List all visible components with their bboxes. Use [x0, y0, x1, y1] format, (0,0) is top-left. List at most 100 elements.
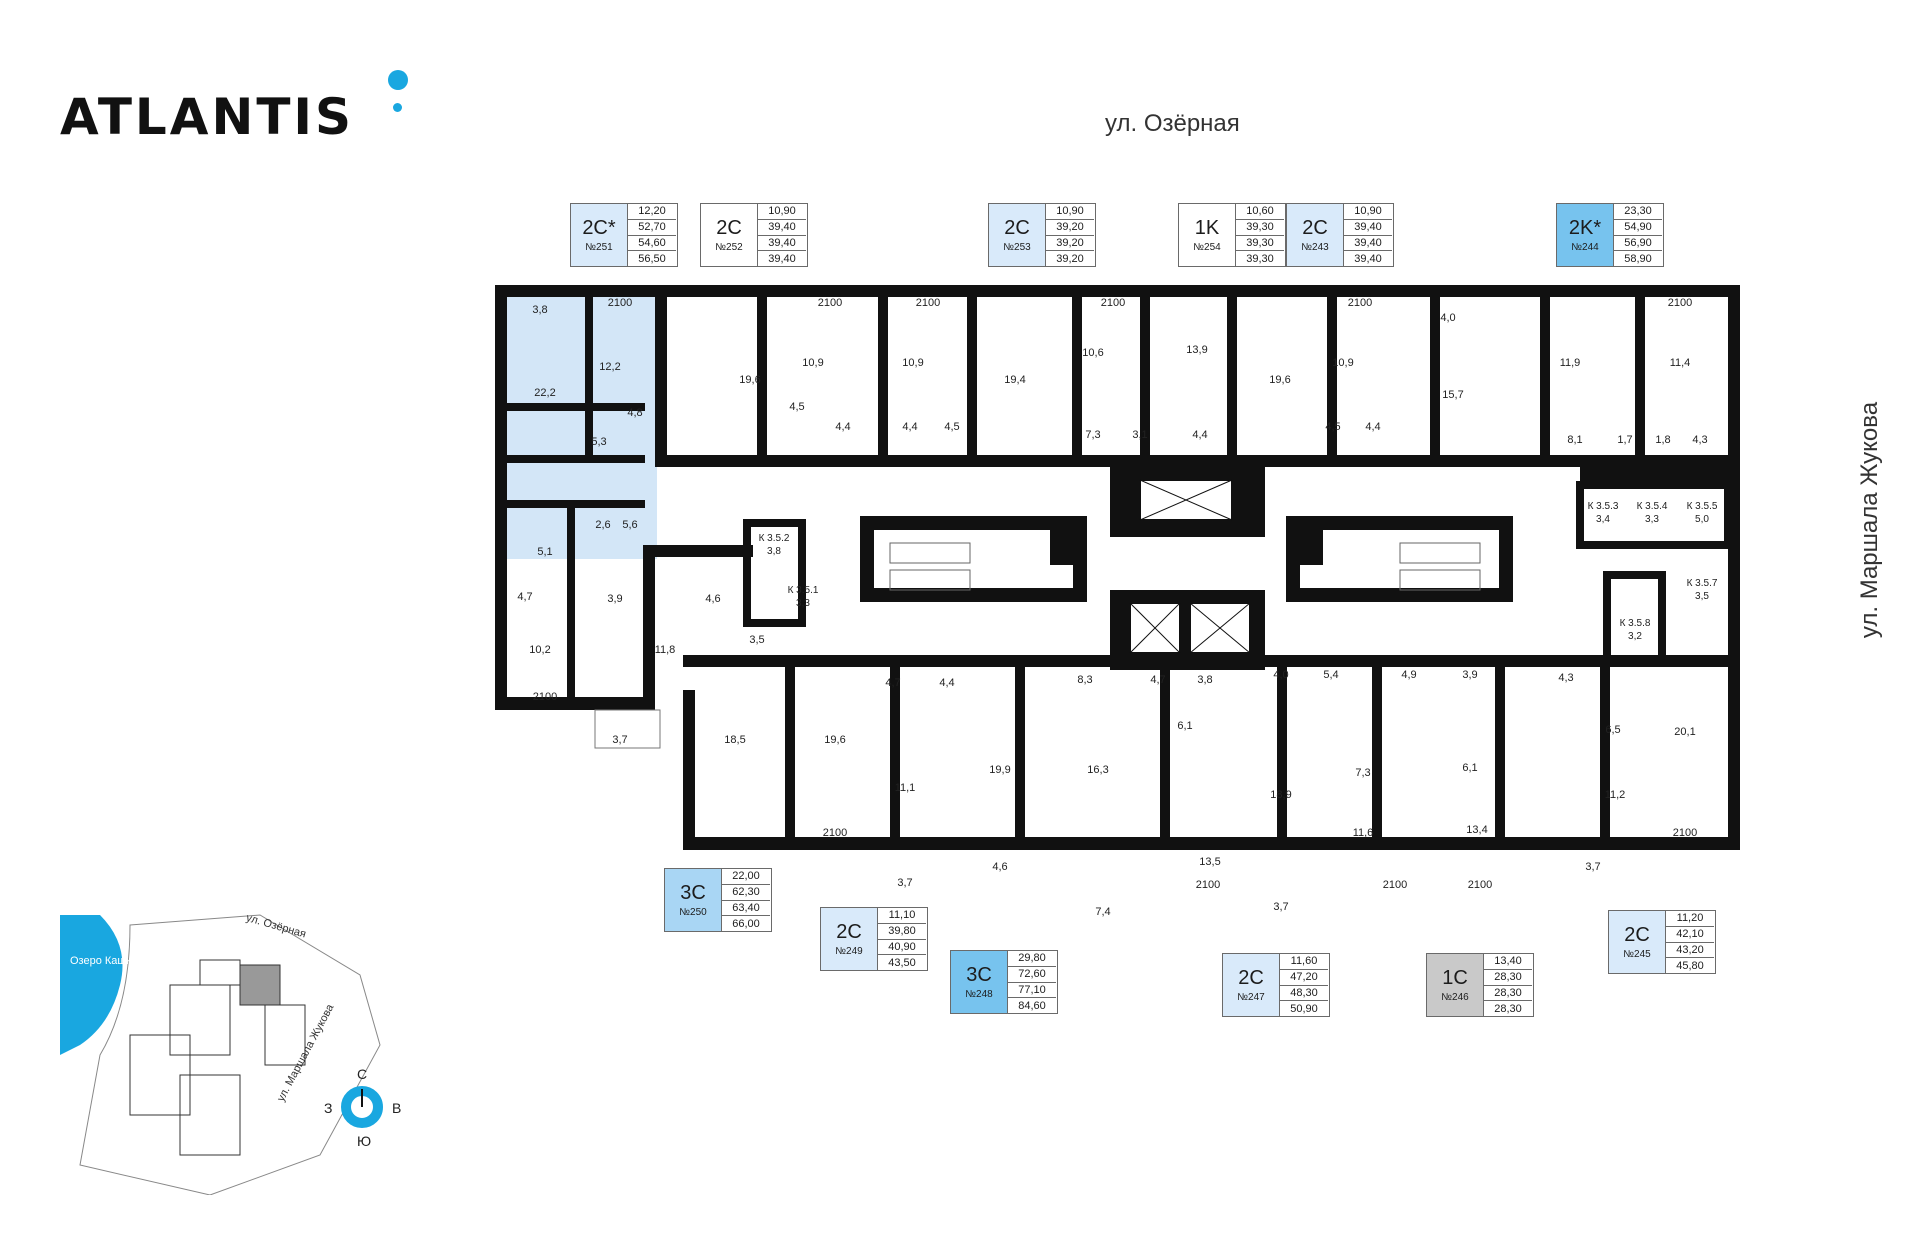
room-area: 4,0 [1440, 312, 1456, 324]
room-area: 3,9 [1462, 669, 1478, 681]
floor-plan-drawing [495, 285, 1740, 850]
room-area: 4,0 [1273, 669, 1289, 681]
card-type: 1K [1194, 217, 1220, 239]
room-area: 4,4 [1192, 429, 1208, 441]
card-value: 58,90 [1624, 252, 1652, 265]
card-type: 3C [680, 882, 706, 904]
room-area: 3,7 [897, 877, 913, 889]
card-value: 48,30 [1280, 986, 1328, 1002]
card-number: №254 [1193, 242, 1221, 253]
card-value: 39,20 [1046, 220, 1094, 236]
card-number: №253 [1003, 242, 1031, 253]
room-area: 13,9 [1186, 344, 1208, 356]
room-area: 10,6 [1082, 347, 1104, 359]
card-value: 12,20 [628, 204, 676, 220]
room-area: 3,5 [749, 634, 765, 646]
card-value: 39,40 [758, 236, 806, 252]
room-area: 4,4 [902, 421, 918, 433]
room-area: 19,9 [989, 764, 1011, 776]
card-value: 50,90 [1290, 1002, 1318, 1015]
room-area: 11,4 [1669, 357, 1691, 369]
room-area: 6,1 [1462, 762, 1478, 774]
card-number: №244 [1571, 242, 1599, 253]
room-area: 19,6 [824, 734, 846, 746]
room-area: 8,1 [1567, 434, 1583, 446]
room-area: 12,2 [599, 361, 621, 373]
room-area: 3,7 [1585, 861, 1601, 873]
card-type: 2C [1624, 924, 1650, 946]
card-value: 28,30 [1484, 986, 1532, 1002]
room-width: 2100 [1382, 879, 1408, 891]
card-value: 23,30 [1614, 204, 1662, 220]
room-area: 4,4 [1365, 421, 1381, 433]
card-value: 10,90 [1046, 204, 1094, 220]
room-area: 11,9 [1559, 357, 1581, 369]
room-area: 4,9 [1401, 669, 1417, 681]
site-minimap [60, 914, 381, 1195]
room-width: 2100 [1667, 297, 1693, 309]
room-area: 4,6 [992, 861, 1008, 873]
card-value: 45,80 [1676, 959, 1704, 972]
room-area: 10,9 [1332, 357, 1354, 369]
room-width: 2100 [915, 297, 941, 309]
card-number: №245 [1623, 949, 1651, 960]
room-area: 5,3 [591, 436, 607, 448]
card-value: 56,90 [1614, 236, 1662, 252]
card-value: 39,30 [1236, 220, 1284, 236]
room-area: 4,5 [789, 401, 805, 413]
card-value: 39,80 [878, 924, 926, 940]
card-value: 43,50 [888, 956, 916, 969]
card-number: №251 [585, 242, 613, 253]
room-area: 1,7 [1617, 434, 1633, 446]
card-value: 84,60 [1018, 999, 1046, 1012]
room-area: 22,2 [534, 387, 556, 399]
room-area: 10,9 [902, 357, 924, 369]
room-area: 10,9 [802, 357, 824, 369]
room-area: 7,3 [1355, 767, 1371, 779]
card-value: 77,10 [1008, 983, 1056, 999]
room-area: 13,4 [1466, 824, 1488, 836]
card-value: 39,40 [768, 252, 796, 265]
room-area: 5,1 [537, 546, 553, 558]
card-number: №250 [679, 907, 707, 918]
room-area: 3,1 [1132, 429, 1148, 441]
floor-plan: 3,8 2100 22,2 12,2 4,8 5,3 2,6 5,6 5,1 4… [495, 285, 1740, 918]
room-area: 7,4 [1095, 906, 1111, 918]
room-area: 4,3 [1692, 434, 1708, 446]
room-area: 4,5 [1325, 421, 1341, 433]
room-area: 7,3 [1085, 429, 1101, 441]
card-value: 63,40 [722, 901, 770, 917]
card-value: 54,60 [628, 236, 676, 252]
room-area: 3,9 [607, 593, 623, 605]
room-area: 4,4 [939, 677, 955, 689]
card-number: №252 [715, 242, 743, 253]
room-area: 1,8 [1655, 434, 1671, 446]
street-label-right: ул. Маршала Жукова [1856, 401, 1883, 639]
card-type: 1C [1442, 967, 1468, 989]
card-value: 39,20 [1056, 252, 1084, 265]
card-value: 10,90 [758, 204, 806, 220]
room-area: 4,3 [1558, 672, 1574, 684]
room-area: 19,6 [739, 374, 761, 386]
room-width: 2100 [822, 827, 848, 839]
street-label-top: ул. Озёрная [1105, 110, 1240, 137]
card-value: 52,70 [628, 220, 676, 236]
room-area: 6,5 [1605, 724, 1621, 736]
card-number: №246 [1441, 992, 1469, 1003]
card-value: 39,30 [1246, 252, 1274, 265]
